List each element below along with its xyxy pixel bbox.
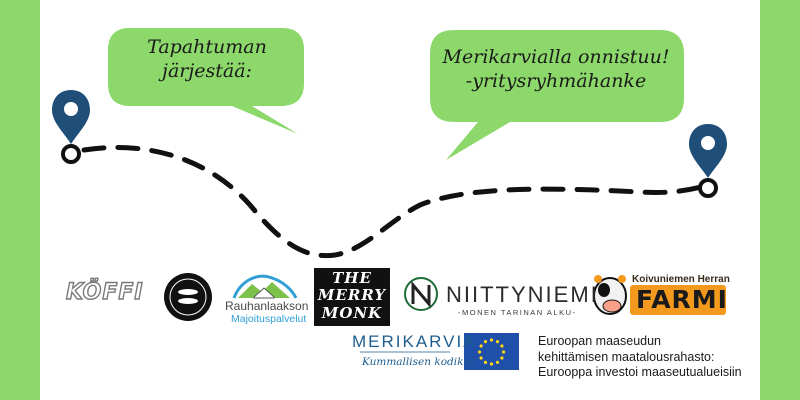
- merry-monk-logo: [314, 268, 390, 326]
- rauhanlaakso-logo-name: Rauhanlaakson: [225, 299, 309, 313]
- merry-monk-line1: THE: [332, 269, 372, 287]
- right-green-bar: [760, 0, 800, 400]
- merikarvia-logo-name: MERIKARVIA: [352, 332, 477, 351]
- niittyniemi-n-icon: [404, 277, 438, 311]
- eu-funding-text: Euroopan maaseudun kehittämisen maatalou…: [538, 334, 742, 381]
- sardine-seal-icon: [164, 273, 212, 321]
- bubble-right-line1: Merikarvialla onnistuu!: [442, 46, 670, 68]
- rauhanlaakso-logo-sub: Majoituspalvelut: [231, 313, 307, 325]
- farmi-logo-box: [630, 285, 726, 315]
- organizer-bubble-text: Tapahtuman järjestää:: [122, 36, 292, 84]
- bubble-left-line1: Tapahtuman: [147, 36, 267, 58]
- cow-icon: [593, 275, 627, 315]
- map-pin-icon: [689, 124, 727, 198]
- koffi-logo: KÖFFI: [65, 279, 144, 305]
- eu-text-line2: kehittämisen maatalousrahasto:: [538, 349, 715, 364]
- project-bubble-text: Merikarvialla onnistuu! -yritysryhmähank…: [440, 46, 672, 94]
- bubble-left-line2: järjestää:: [162, 59, 252, 82]
- dashed-route: [81, 145, 708, 259]
- farmi-logo-word: FARMI: [636, 285, 728, 314]
- speech-bubble-right: [430, 30, 684, 160]
- eu-flag-icon: [464, 333, 519, 370]
- farmi-logo-top: Koivuniemen Herran: [632, 274, 730, 285]
- merry-monk-line2: MERRY: [317, 286, 387, 304]
- bubble-right-line2: -yritysryhmähanke: [465, 69, 647, 92]
- niittyniemi-logo-tagline: -MONEN TARINAN ALKU-: [458, 308, 577, 317]
- speech-bubble-left: [108, 28, 304, 134]
- house-mountain-icon: [232, 274, 298, 299]
- eu-text-line1: Euroopan maaseudun: [538, 334, 662, 348]
- map-pin-icon: [52, 90, 90, 164]
- niittyniemi-logo-name: NIITTYNIEMI: [446, 282, 599, 307]
- merry-monk-line3: MONK: [321, 304, 383, 322]
- merikarvia-logo-slogan: Kummallisen kodikas: [362, 356, 476, 368]
- eu-text-line3: Eurooppa investoi maaseutualueisiin: [538, 365, 742, 380]
- left-green-bar: [0, 0, 40, 400]
